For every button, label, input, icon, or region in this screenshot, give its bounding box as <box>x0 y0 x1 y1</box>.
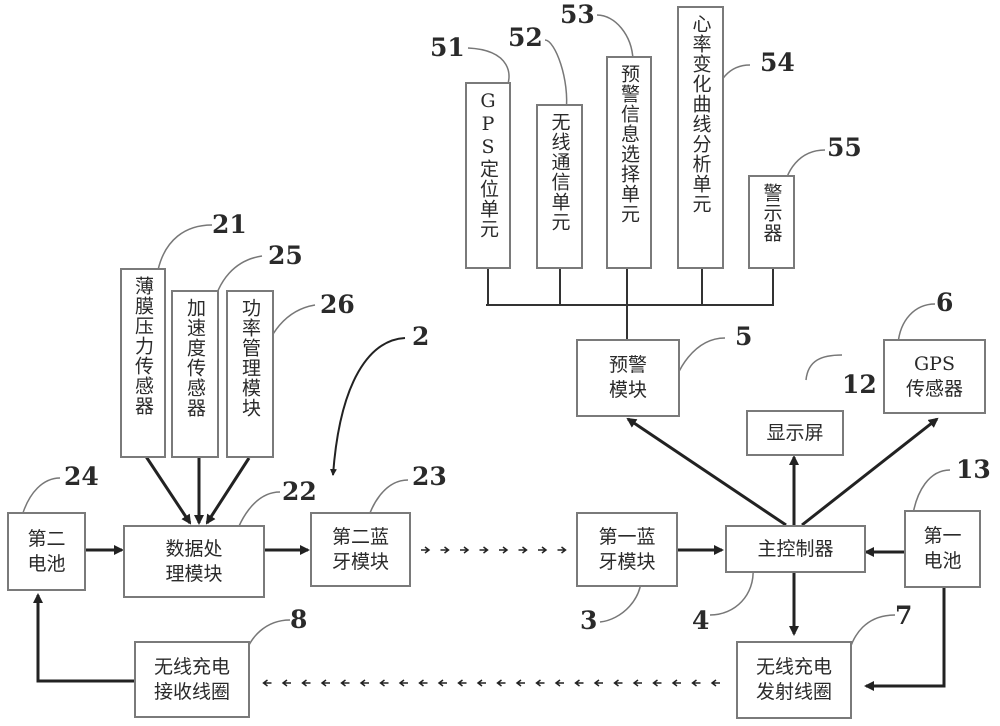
ref-53: 53 <box>560 0 595 29</box>
dotted-arrow-segment <box>652 679 662 687</box>
dotted-arrow-segment <box>301 679 311 687</box>
ref-25: 25 <box>268 241 303 270</box>
ref-5: 5 <box>735 322 753 351</box>
dotted-arrow-segment <box>281 679 291 687</box>
dotted-arrow-segment <box>340 679 350 687</box>
dotted-arrow-segment <box>359 679 369 687</box>
dotted-arrow-segment <box>518 546 528 554</box>
ref-26: 26 <box>320 290 355 319</box>
second-bluetooth-block: 第二蓝 牙模块 <box>310 512 411 587</box>
main-controller-block: 主控制器 <box>725 525 866 573</box>
warning-bus <box>486 268 774 340</box>
wireless-charge-tx-coil-block: 无线充电 发射线圈 <box>736 641 852 719</box>
gps-sensor-block: GPS 传感器 <box>883 339 986 414</box>
ref-13: 13 <box>956 455 991 484</box>
ref-2: 2 <box>412 322 430 351</box>
dotted-arrow-segment <box>554 679 564 687</box>
arrow-8-to-24 <box>33 593 134 683</box>
dotted-arrow-segment <box>535 679 545 687</box>
dotted-arrow-segment <box>379 679 389 687</box>
block-label: 预警信息选择单元 <box>618 64 640 224</box>
data-processing-block: 数据处 理模块 <box>123 525 265 598</box>
ref-54: 54 <box>760 48 795 77</box>
arrow-13-to-7 <box>864 588 946 691</box>
dotted-arrow-segment <box>440 546 450 554</box>
block-label: 功率管理模块 <box>239 298 261 418</box>
dotted-arrow-segment <box>262 679 272 687</box>
dotted-arrow-segment <box>457 679 467 687</box>
dotted-arrow-segment <box>421 546 431 554</box>
first-battery-block: 第一 电池 <box>904 510 981 588</box>
warning-module-block: 预警 模块 <box>576 339 680 417</box>
ref-21: 21 <box>212 210 247 239</box>
ref-8: 8 <box>290 605 308 634</box>
arrow-21-to-22 <box>143 454 192 525</box>
group-2-pointer-arrow <box>329 337 406 476</box>
ref-3: 3 <box>580 606 598 635</box>
wireless-charge-link-dotted <box>262 679 720 687</box>
thin-film-pressure-sensor-block: 薄膜压力传感器 <box>120 268 166 458</box>
dotted-arrow-segment <box>496 679 506 687</box>
block-label: 心率变化曲线分析单元 <box>689 14 712 214</box>
ref-7: 7 <box>895 601 913 630</box>
dotted-arrow-segment <box>398 679 408 687</box>
dotted-arrow-segment <box>691 679 701 687</box>
arrow-4-to-5 <box>626 417 787 527</box>
second-battery-block: 第二 电池 <box>7 512 86 591</box>
dotted-arrow-segment <box>320 679 330 687</box>
block-label: 警示器 <box>760 183 783 243</box>
dotted-arrow-segment <box>515 679 525 687</box>
ref-6: 6 <box>936 288 954 317</box>
power-management-block: 功率管理模块 <box>226 290 274 458</box>
ref-52: 52 <box>508 23 543 52</box>
dotted-arrow-segment <box>460 546 470 554</box>
ref-23: 23 <box>412 462 447 491</box>
dotted-arrow-segment <box>613 679 623 687</box>
block-label: 薄膜压力传感器 <box>132 276 154 416</box>
dotted-arrow-segment <box>538 546 548 554</box>
heart-rate-analysis-unit-block: 心率变化曲线分析单元 <box>677 6 724 269</box>
ref-51: 51 <box>430 33 465 62</box>
arrow-26-to-22 <box>205 457 251 525</box>
wireless-charge-rx-coil-block: 无线充电 接收线圈 <box>134 641 250 718</box>
dotted-arrow-segment <box>593 679 603 687</box>
first-bluetooth-block: 第一蓝 牙模块 <box>576 512 678 587</box>
ref-24: 24 <box>64 462 99 491</box>
dotted-arrow-segment <box>574 679 584 687</box>
dotted-arrow-segment <box>476 679 486 687</box>
bluetooth-link-dotted <box>421 546 567 554</box>
dotted-arrow-segment <box>710 679 720 687</box>
display-block: 显示屏 <box>746 410 844 456</box>
dotted-arrow-segment <box>479 546 489 554</box>
alarm-block: 警示器 <box>748 175 795 269</box>
arrow-4-to-6 <box>801 417 939 527</box>
acceleration-sensor-block: 加速度传感器 <box>171 290 219 458</box>
dotted-arrow-segment <box>437 679 447 687</box>
block-label: 加速度传感器 <box>184 298 206 418</box>
block-label: GPS定位单元 <box>477 90 499 239</box>
dotted-arrow-segment <box>632 679 642 687</box>
ref-55: 55 <box>827 133 862 162</box>
dotted-arrow-segment <box>557 546 567 554</box>
warning-info-select-unit-block: 预警信息选择单元 <box>606 56 652 269</box>
block-label: 无线通信单元 <box>548 112 571 232</box>
wireless-comm-unit-block: 无线通信单元 <box>536 104 583 269</box>
ref-22: 22 <box>282 477 317 506</box>
ref-12: 12 <box>842 370 877 399</box>
dotted-arrow-segment <box>418 679 428 687</box>
dotted-arrow-segment <box>499 546 509 554</box>
gps-positioning-unit-block: GPS定位单元 <box>465 82 511 269</box>
dotted-arrow-segment <box>671 679 681 687</box>
ref-4: 4 <box>692 606 710 635</box>
